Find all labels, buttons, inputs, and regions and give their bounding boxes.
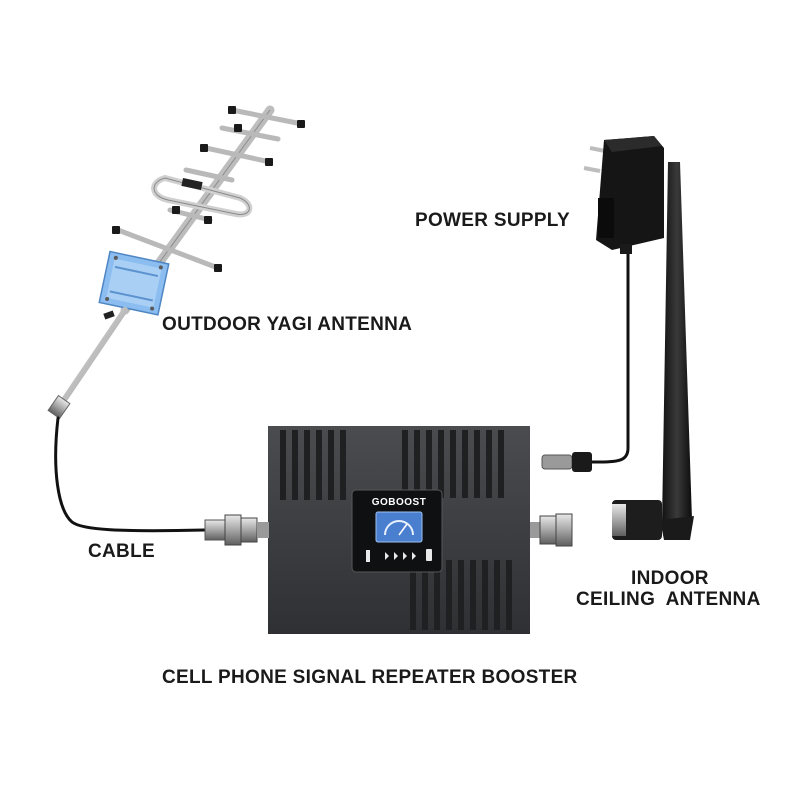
- label-indoor-antenna-line2: CEILING ANTENNA: [576, 589, 761, 610]
- label-booster: CELL PHONE SIGNAL REPEATER BOOSTER: [162, 667, 578, 688]
- label-cable: CABLE: [88, 541, 155, 562]
- outdoor-yagi-antenna: [47, 105, 305, 420]
- label-outdoor-antenna: OUTDOOR YAGI ANTENNA: [162, 314, 413, 335]
- label-indoor-antenna-line1: INDOOR: [631, 568, 709, 589]
- indoor-ceiling-antenna: [612, 162, 694, 540]
- cables: [54, 248, 630, 533]
- label-power-supply: POWER SUPPLY: [415, 210, 570, 231]
- signal-booster-unit: [204, 426, 592, 634]
- power-supply-adapter: [583, 136, 664, 254]
- booster-brand-logo: GOBOOST: [371, 497, 427, 508]
